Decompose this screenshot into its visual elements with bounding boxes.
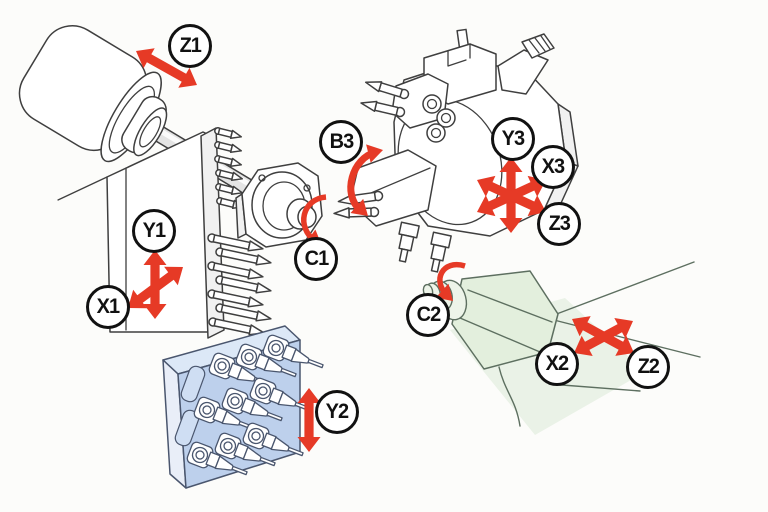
axis-label-z3: Z3: [537, 202, 581, 246]
y2-axis-arrow: [297, 388, 321, 452]
axis-label-c1: C1: [294, 237, 338, 281]
turret-bottom-tool: [398, 221, 420, 263]
z1-axis-arrow: [136, 48, 197, 88]
turret-collet-block: [497, 49, 549, 95]
b3-head-top: [366, 144, 383, 163]
x1-axis-arrow: [128, 266, 183, 309]
back-tool-post: [162, 325, 328, 489]
axis-label-z2: Z2: [626, 345, 670, 389]
axis-label-y3: Y3: [491, 117, 535, 161]
axis-label-b3: B3: [319, 120, 363, 164]
axis-label-c2: C2: [406, 293, 450, 337]
axis-label-x2: X2: [535, 342, 579, 386]
turret-bottom-tool: [430, 231, 452, 273]
axis-label-x1: X1: [86, 285, 130, 329]
axis-label-x3: X3: [531, 145, 575, 189]
sub-spindle-cable-line: [498, 366, 521, 427]
axis-label-y1: Y1: [132, 209, 176, 253]
z3-axis-arrow: [477, 175, 546, 217]
axis-label-z1: Z1: [168, 24, 212, 68]
axis-label-y2: Y2: [315, 390, 359, 434]
sub-spindle-slide-lines: [545, 261, 701, 392]
b3-head-bottom: [350, 198, 368, 216]
linear-axis-arrows: [128, 48, 634, 452]
gang-tool-comb: [200, 125, 273, 339]
z2-axis-arrow: [572, 316, 634, 356]
